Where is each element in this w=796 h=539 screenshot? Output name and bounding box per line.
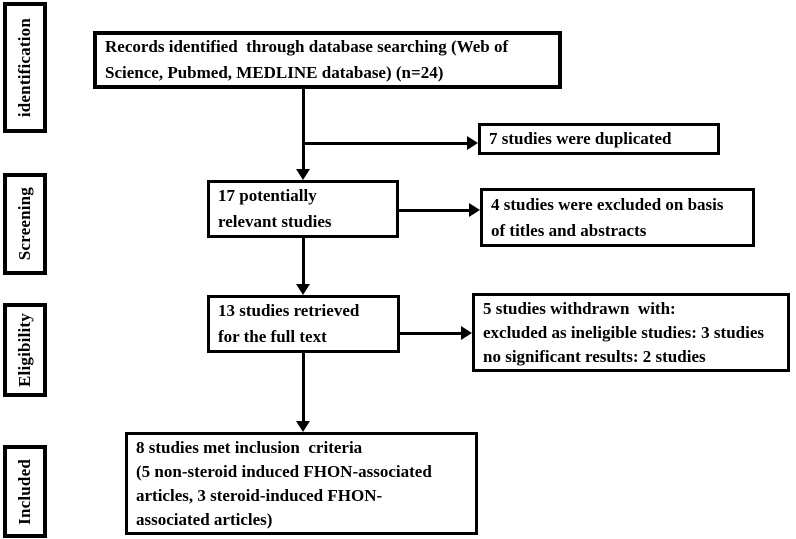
stage-box-screening: Screening bbox=[3, 173, 47, 275]
stage-label-identification: identification bbox=[15, 17, 34, 118]
box-excluded-titles-abstracts: 4 studies were excluded on basis of titl… bbox=[480, 188, 755, 247]
box-studies-duplicated-text: 7 studies were duplicated bbox=[489, 129, 672, 148]
box-fulltext-retrieved: 13 studies retrieved for the full text bbox=[207, 295, 400, 353]
arrowhead-right-excluded-icon bbox=[469, 203, 480, 217]
connector-to-duplicated bbox=[302, 142, 468, 145]
box-inclusion-criteria: 8 studies met inclusion criteria (5 non-… bbox=[125, 432, 478, 535]
box-studies-duplicated: 7 studies were duplicated bbox=[478, 123, 720, 155]
box-records-identified: Records identified through database sear… bbox=[93, 31, 562, 89]
box-potentially-relevant: 17 potentially relevant studies bbox=[207, 180, 399, 238]
connector-relevant-to-excluded bbox=[399, 209, 470, 212]
box-fulltext-retrieved-text: 13 studies retrieved for the full text bbox=[218, 301, 360, 346]
connector-records-to-relevant bbox=[302, 89, 305, 170]
box-potentially-relevant-text: 17 potentially relevant studies bbox=[218, 186, 332, 231]
stage-box-identification: identification bbox=[3, 2, 47, 133]
box-excluded-titles-abstracts-text: 4 studies were excluded on basis of titl… bbox=[491, 194, 724, 240]
arrowhead-right-withdrawn-icon bbox=[461, 326, 472, 340]
arrowhead-right-duplicated-icon bbox=[467, 136, 478, 150]
box-inclusion-criteria-text: 8 studies met inclusion criteria (5 non-… bbox=[136, 437, 432, 529]
arrowhead-down-fulltext-icon bbox=[296, 284, 310, 295]
box-studies-withdrawn-text: 5 studies withdrawn with: excluded as in… bbox=[483, 298, 765, 366]
box-records-identified-text: Records identified through database sear… bbox=[105, 37, 509, 82]
stage-box-eligibility: Eligibility bbox=[3, 303, 47, 397]
connector-fulltext-to-included bbox=[302, 353, 305, 422]
stage-label-included: Included bbox=[15, 458, 34, 525]
arrowhead-down-included-icon bbox=[296, 421, 310, 432]
connector-relevant-to-fulltext bbox=[302, 238, 305, 285]
stage-box-included: Included bbox=[3, 445, 47, 538]
stage-label-screening: Screening bbox=[15, 187, 34, 261]
connector-fulltext-to-withdrawn bbox=[400, 332, 462, 335]
box-studies-withdrawn: 5 studies withdrawn with: excluded as in… bbox=[472, 293, 790, 372]
stage-label-eligibility: Eligibility bbox=[15, 313, 34, 387]
arrowhead-down-relevant-icon bbox=[296, 169, 310, 180]
